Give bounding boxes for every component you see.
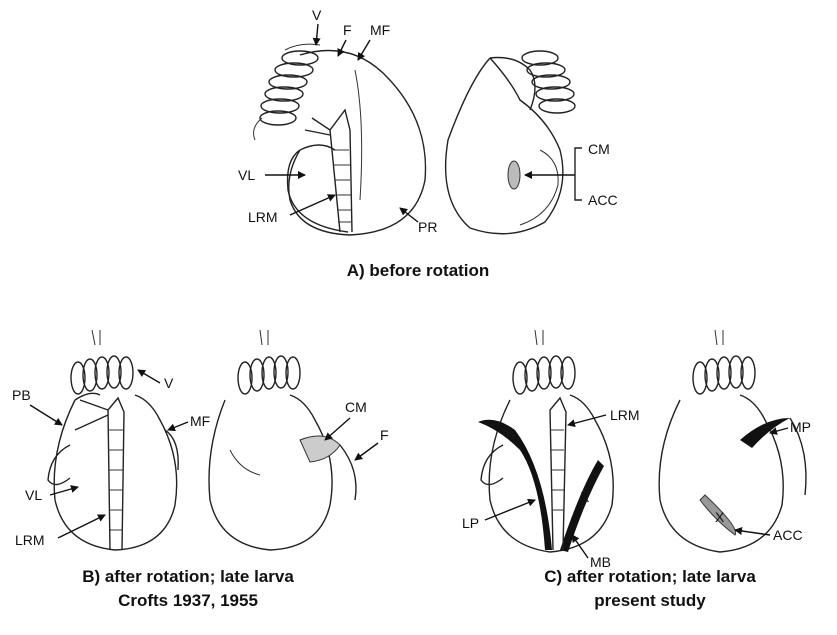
label-cm-b: CM — [345, 399, 367, 415]
panel-c-larva-left — [478, 330, 613, 552]
label-vl-b: VL — [25, 487, 42, 503]
velum-lobes-c-left — [513, 356, 575, 394]
label-acc-c: ACC — [773, 527, 803, 543]
label-lrm: LRM — [248, 209, 278, 225]
label-mf: MF — [370, 22, 390, 38]
panel-a-caption: A) before rotation — [347, 261, 490, 280]
velum-lobes-c-right — [693, 356, 755, 394]
panel-c: LRM LP X MB MP X ACC C) after rotation; … — [462, 330, 811, 610]
panel-b-larva-left — [48, 330, 178, 550]
retractor-muscle — [305, 110, 352, 232]
label-f: F — [343, 22, 352, 38]
label-pb: PB — [12, 387, 31, 403]
label-mp: MP — [790, 419, 811, 435]
label-v-b: V — [164, 375, 174, 391]
label-cm: CM — [588, 141, 610, 157]
velum-lobes-b-left — [71, 356, 133, 394]
panel-c-caption-line2: present study — [594, 591, 706, 610]
velum-lobes — [260, 51, 318, 125]
label-lp: LP — [462, 515, 479, 531]
label-pr: PR — [418, 219, 437, 235]
retractor-muscle-b — [75, 398, 124, 550]
panel-b-caption-line2: Crofts 1937, 1955 — [118, 591, 258, 610]
left-pedal-retractor — [478, 420, 604, 552]
panel-b: V PB MF VL LRM CM F B) after rotation; l… — [12, 330, 389, 610]
retractor-muscle-c — [550, 398, 566, 550]
panel-b-annotations: V PB MF VL LRM CM F — [12, 370, 389, 548]
velum-lobes-b-right — [238, 356, 300, 394]
label-lrm-b: LRM — [15, 532, 45, 548]
label-f-b: F — [380, 427, 389, 443]
panel-c-caption-line1: C) after rotation; late larva — [544, 567, 756, 586]
panel-b-larva-right — [209, 330, 356, 550]
label-lrm-c: LRM — [610, 407, 640, 423]
velum-lobes-right — [522, 51, 575, 113]
label-vl: VL — [238, 167, 255, 183]
label-v: V — [312, 7, 322, 23]
label-acc: ACC — [588, 192, 618, 208]
label-mf-b: MF — [190, 413, 210, 429]
panel-c-larva-right — [659, 330, 806, 552]
panel-a: V F MF VL LRM PR CM ACC A) before rotati… — [238, 7, 618, 280]
label-x2: X — [715, 509, 725, 525]
panel-a-larva-left — [254, 44, 426, 235]
panel-b-caption-line1: B) after rotation; late larva — [82, 567, 294, 586]
panel-a-larva-right — [446, 51, 575, 234]
label-x1: X — [580, 489, 590, 505]
